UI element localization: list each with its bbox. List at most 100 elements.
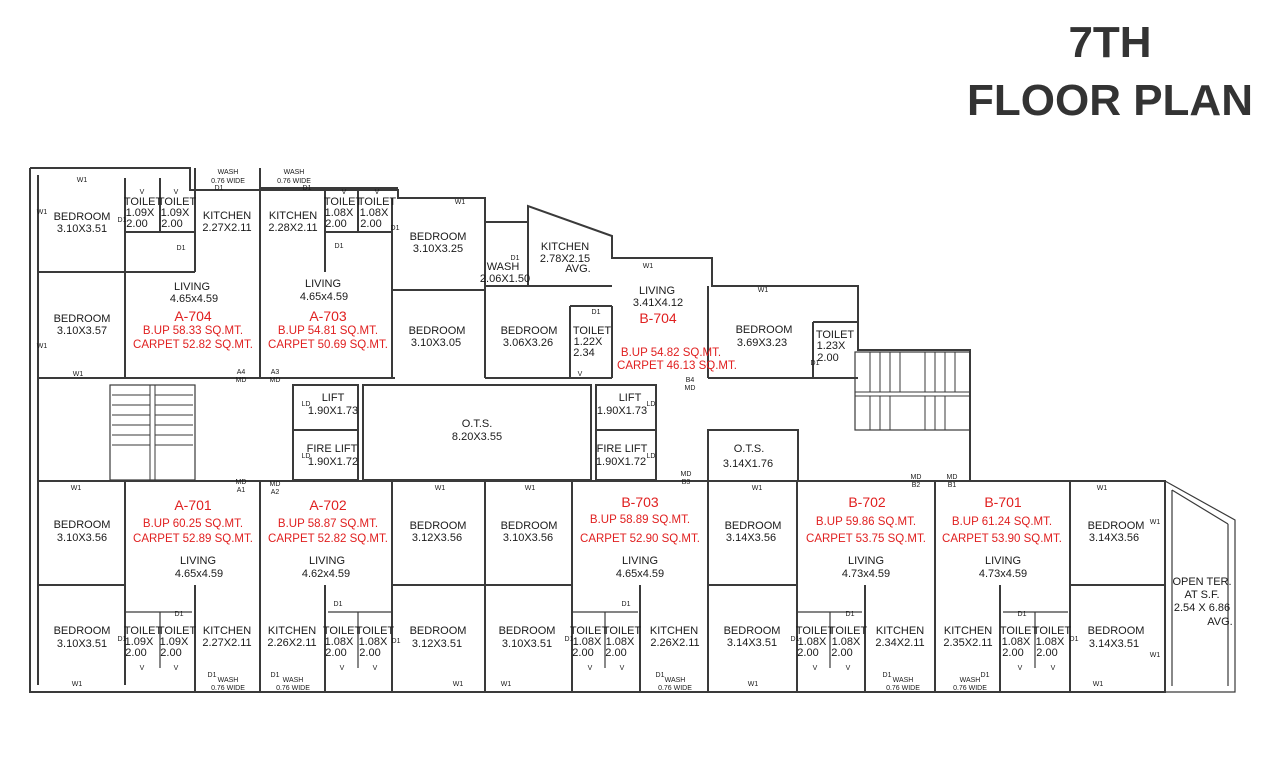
vent-mark: V — [342, 189, 347, 196]
lift-door-mark: LD — [647, 401, 656, 408]
toilet-label: TOILET — [1033, 625, 1072, 637]
door-mark: D1 — [981, 672, 990, 679]
room-dim: 4.73x4.59 — [979, 568, 1027, 580]
room-label: KITCHEN — [203, 210, 251, 222]
room-dim: 4.65x4.59 — [300, 291, 348, 303]
wash-label: WASH — [665, 677, 686, 684]
unit-label: B-701 — [984, 494, 1022, 510]
room-dim: 1.90X1.73 — [308, 405, 358, 417]
window-mark: W1 — [748, 681, 759, 688]
toilet-dim: 1.09X — [160, 636, 189, 648]
door-mark: D1 — [118, 636, 127, 643]
toilet-dim: 1.08X — [573, 636, 602, 648]
toilet-dim: 1.08X — [325, 207, 354, 219]
toilet-dim: 2.00 — [359, 647, 380, 659]
wash-dim: 2.06X1.50 — [480, 273, 530, 285]
door-mark: D1 — [656, 672, 665, 679]
main-door-mark: MD — [911, 474, 922, 481]
room-dim: 3.10X3.57 — [57, 325, 107, 337]
toilet-label: TOILET — [356, 625, 395, 637]
room-label: LIFT — [619, 392, 642, 404]
room-label: BEDROOM — [736, 324, 793, 336]
room-dim: 4.73x4.59 — [842, 568, 890, 580]
toilet-dim: 2.00 — [125, 647, 146, 659]
room-dim: 2.28X2.11 — [268, 222, 317, 234]
door-mark: D1 — [215, 185, 224, 192]
main-door-mark: MD — [685, 385, 696, 392]
room-dim: 1.90X1.73 — [597, 405, 647, 417]
door-mark: D1 — [177, 245, 186, 252]
window-mark: W1 — [73, 371, 84, 378]
toilet-label: TOILET — [570, 625, 609, 637]
wash-label: WASH — [283, 677, 304, 684]
door-mark: D1 — [175, 611, 184, 618]
main-door-mark: B4 — [686, 377, 695, 384]
door-mark: D1 — [1070, 636, 1079, 643]
toilet-label: TOILET — [324, 196, 363, 208]
title-line-2: FLOOR PLAN — [967, 76, 1253, 125]
vent-mark: V — [340, 665, 345, 672]
room-label: FIRE LIFT — [307, 443, 358, 455]
avg-label: AVG. — [565, 263, 590, 275]
vent-mark: V — [1018, 665, 1023, 672]
outer-wall — [29, 167, 1166, 693]
room-label: KITCHEN — [876, 625, 924, 637]
main-door-mark: A4 — [237, 369, 246, 376]
vent-mark: V — [140, 189, 145, 196]
door-mark: D1 — [592, 309, 601, 316]
wash-dim: 0.76 WIDE — [211, 685, 245, 692]
wash-label: WASH — [218, 677, 239, 684]
room-dim: 4.65x4.59 — [175, 568, 223, 580]
unit-bup: B.UP 61.24 SQ.MT. — [952, 516, 1052, 528]
room-dim: 3.12X3.51 — [412, 638, 462, 650]
main-door-mark: A1 — [237, 487, 246, 494]
room-label: KITCHEN — [650, 625, 698, 637]
room-label: BEDROOM — [1088, 520, 1145, 532]
room-dim: 3.10X3.51 — [502, 638, 552, 650]
unit-bup: B.UP 54.82 SQ.MT. — [621, 347, 721, 359]
vent-mark: V — [1051, 665, 1056, 672]
door-mark: D1 — [118, 217, 127, 224]
toilet-label: TOILET — [796, 625, 835, 637]
room-dim: 3.10X3.56 — [503, 532, 553, 544]
unit-label: A-703 — [309, 308, 347, 324]
unit-carpet: CARPET 52.82 SQ.MT. — [133, 339, 253, 351]
main-door-mark: MD — [236, 479, 247, 486]
main-door-mark: MD — [270, 377, 281, 384]
unit-carpet: CARPET 53.75 SQ.MT. — [806, 533, 926, 545]
unit-carpet: CARPET 52.90 SQ.MT. — [580, 533, 700, 545]
toilet-dim: 1.08X — [325, 636, 354, 648]
lift-door-mark: LD — [647, 453, 656, 460]
window-mark: W1 — [752, 485, 763, 492]
vent-mark: V — [620, 665, 625, 672]
wash-label: WASH — [218, 169, 239, 176]
terrace-label: AT S.F. — [1184, 589, 1219, 601]
window-mark: W1 — [501, 681, 512, 688]
room-label: BEDROOM — [54, 313, 111, 325]
main-door-mark: MD — [236, 377, 247, 384]
room-label: BEDROOM — [724, 625, 781, 637]
room-dim: 3.10X3.51 — [57, 638, 107, 650]
room-dim: 3.10X3.56 — [57, 532, 107, 544]
window-mark: W1 — [643, 263, 654, 270]
main-door-mark: MD — [270, 481, 281, 488]
room-dim: 3.10X3.25 — [413, 243, 463, 255]
room-label: BEDROOM — [54, 211, 111, 223]
toilet-dim: 2.00 — [572, 647, 593, 659]
unit-label: A-701 — [174, 497, 212, 513]
unit-carpet: CARPET 52.82 SQ.MT. — [268, 533, 388, 545]
room-dim: 3.14X1.76 — [723, 458, 773, 470]
door-mark: D1 — [271, 672, 280, 679]
toilet-label: TOILET — [816, 329, 855, 341]
stair-right — [854, 351, 971, 431]
toilet-dim: 1.08X — [606, 636, 635, 648]
wash-label: WASH — [893, 677, 914, 684]
window-mark: W1 — [71, 485, 82, 492]
room-label: O.T.S. — [734, 443, 765, 455]
toilet-dim: 2.00 — [1036, 647, 1057, 659]
room-dim: 3.12X3.56 — [412, 532, 462, 544]
unit-carpet: CARPET 52.89 SQ.MT. — [133, 533, 253, 545]
toilet-dim: 1.08X — [1002, 636, 1031, 648]
unit-bup: B.UP 60.25 SQ.MT. — [143, 518, 243, 530]
stair-left — [109, 384, 196, 481]
